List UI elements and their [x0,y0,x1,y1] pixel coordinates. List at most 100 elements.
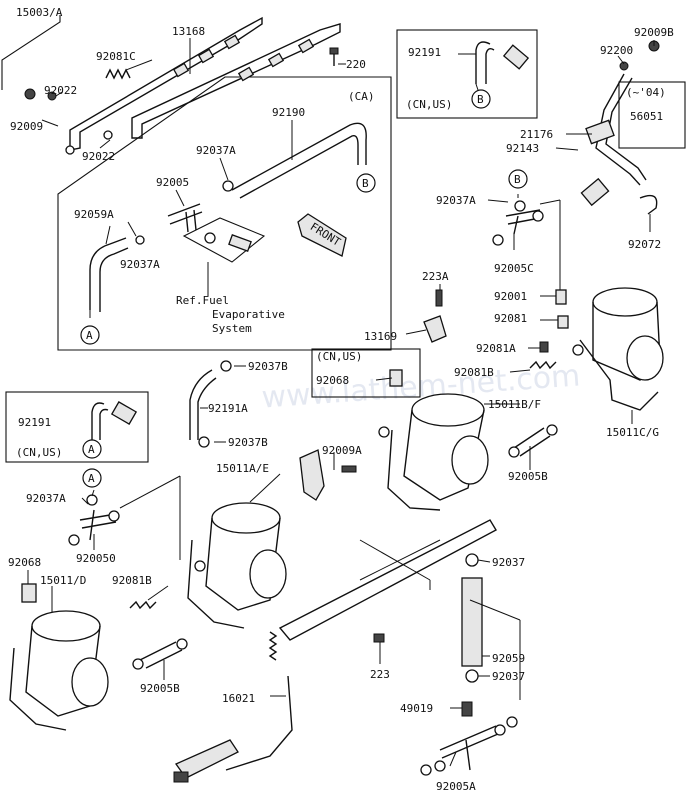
label-cn-us-top: (CN,US) [406,98,452,111]
svg-text:A: A [88,472,95,485]
label-21176: 21176 [520,128,553,141]
hose-92190 [231,122,367,199]
label-92059a: 92059A [74,208,114,221]
label-92009b: 92009B [634,26,674,39]
clip-92072 [639,194,658,215]
screw-223 [373,633,385,643]
bracket-92009a [299,449,357,501]
label-92005b-right: 92005B [508,470,548,483]
label-cn-us-left: (CN,US) [16,446,62,459]
hose-92191-top [475,41,530,84]
label-92059: 92059 [492,652,525,665]
label-92005c: 92005C [494,262,534,275]
label-92037: 92037 [492,556,525,569]
cap-13169 [423,289,447,343]
cable-16021 [173,631,293,783]
label-92068-left: 92068 [8,556,41,569]
label-ref-fuel: Ref.Fuel [176,294,229,307]
link-rod [278,519,497,641]
spring-92081b-left [129,600,157,610]
label-15011d: 15011/D [40,574,86,587]
carburetor-15011d [9,610,109,731]
frame-15003-leader [1,15,61,90]
label-16021: 16021 [222,692,255,705]
cn-us-box-left [5,391,149,463]
label-92005b-left: 92005B [140,682,180,695]
label-ca: (CA) [348,90,375,103]
carburetor-15011ae [187,502,287,629]
label-92191-left: 92191 [18,416,51,429]
label-920050: 920050 [76,552,116,565]
tee-92005 [167,203,203,233]
tee-920050 [68,494,120,546]
label-92191a: 92191A [208,402,248,415]
svg-text:B: B [362,177,369,190]
label-92037b-1: 92037B [248,360,288,373]
pre04-box [618,81,686,149]
label-15003a: 15003/A [16,6,63,19]
label-92037-b: 92037 [492,670,525,683]
bolt-92009 [24,88,36,100]
label-92081: 92081 [494,312,527,325]
label-system: System [212,322,252,335]
label-cn-us-mid: (CN,US) [316,350,362,363]
ref-circle-a-left-box: A [82,439,102,459]
tee-92005c [492,200,544,246]
label-13168: 13168 [172,25,205,38]
cn-us-box-top [396,29,538,119]
label-92200: 92200 [600,44,633,57]
leader-lines [27,38,655,767]
label-15011bf: 15011B/F [488,398,541,411]
label-92022-a: 92022 [44,84,77,97]
label-92037a-4: 92037A [26,492,66,505]
label-92009a: 92009A [322,444,362,457]
label-223: 223 [370,668,390,681]
label-92081b-left: 92081B [112,574,152,587]
label-92009: 92009 [10,120,43,133]
label-92143: 92143 [506,142,539,155]
label-223a: 223A [422,270,449,283]
label-evaporative: Evaporative [212,308,285,321]
label-92005: 92005 [156,176,189,189]
clamp-92037a-2 [135,235,145,245]
ref-fuel-evaporative [182,217,266,296]
ref-circle-a-ca: A [80,325,100,345]
pipe-92005b-right [508,424,558,458]
hose-92059 [461,553,483,683]
cap-92068-left [21,583,37,603]
label-92037a-1: 92037A [196,144,236,157]
ref-circle-b-ca: B [356,173,376,193]
carburetor-15011cg [529,287,664,411]
label-92037b-2: 92037B [228,436,268,449]
label-92081b-right: 92081B [454,366,494,379]
ref-circle-b-right: B [508,169,528,189]
carburetor-15011bf [378,393,489,511]
bracket-13168 [65,16,341,155]
label-pre04: (~'04) [626,86,666,99]
cn-us-box-mid [311,348,421,398]
label-49019: 49019 [400,702,433,715]
label-92190: 92190 [272,106,305,119]
svg-text:B: B [514,173,521,186]
part-labels: 15003/A 13168 92081C 220 92022 92009 920… [8,6,674,793]
label-92068-mid: 92068 [316,374,349,387]
label-13169: 13169 [364,330,397,343]
hose-92059a [89,237,129,312]
svg-text:A: A [88,443,95,456]
svg-text:B: B [477,93,484,106]
label-92081a: 92081A [476,342,516,355]
label-56051: 56051 [630,110,663,123]
label-92191-top: 92191 [408,46,441,59]
label-92072: 92072 [628,238,661,251]
ref-circle-a-left: A [82,468,102,488]
svg-text:A: A [86,329,93,342]
ref-circle-b-top: B [471,89,491,109]
bolt-220 [329,47,339,66]
hose-92191a [189,360,232,448]
label-220: 220 [346,58,366,71]
label-92081c: 92081C [96,50,136,63]
hose-21176 [580,40,660,207]
ca-box [57,76,392,351]
